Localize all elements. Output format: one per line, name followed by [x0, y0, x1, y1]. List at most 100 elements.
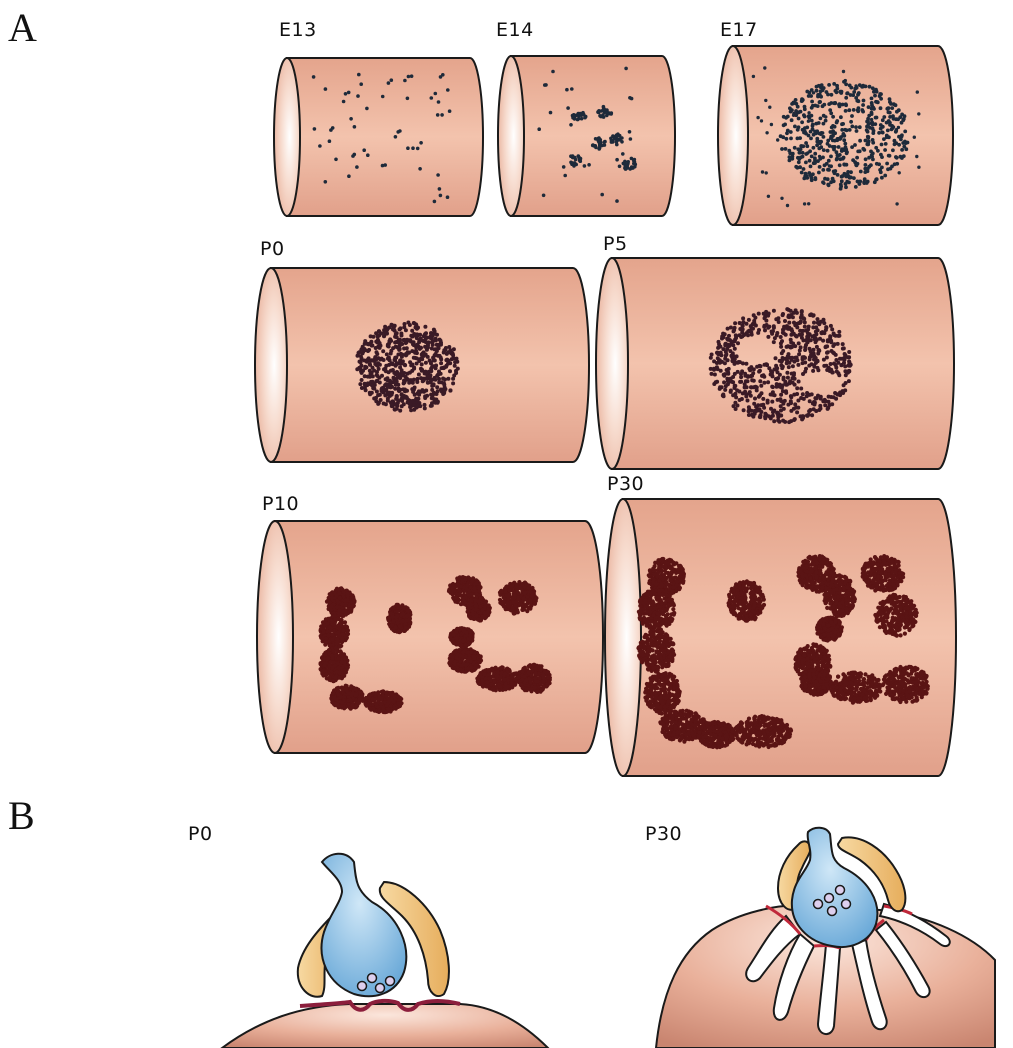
receptor-dot	[726, 382, 730, 386]
receptor-dot	[736, 404, 740, 408]
receptor-dot	[755, 385, 759, 389]
receptor-dot	[792, 393, 796, 397]
receptor-dot	[409, 408, 413, 412]
receptor-dot	[880, 143, 884, 147]
receptor-dot	[850, 125, 854, 129]
receptor-dot	[329, 128, 333, 132]
receptor-dot	[787, 149, 791, 153]
receptor-dot	[867, 122, 871, 126]
receptor-dot	[876, 149, 880, 153]
receptor-dot	[343, 620, 347, 624]
receptor-dot	[797, 341, 801, 345]
receptor-dot	[786, 356, 790, 360]
receptor-dot	[817, 171, 821, 175]
receptor-dot	[893, 139, 897, 143]
receptor-dot	[565, 88, 569, 92]
receptor-dot	[803, 202, 806, 205]
receptor-dot	[842, 80, 846, 84]
receptor-dot	[731, 393, 735, 397]
receptor-dot	[377, 696, 381, 700]
receptor-dot	[416, 405, 420, 409]
receptor-dot	[789, 110, 793, 114]
receptor-dot	[440, 113, 444, 117]
receptor-dot	[442, 389, 446, 393]
receptor-dot	[880, 155, 884, 159]
receptor-dot	[569, 123, 573, 127]
receptor-dot	[469, 650, 473, 654]
receptor-dot	[781, 313, 785, 317]
receptor-dot	[807, 134, 811, 138]
receptor-dot	[398, 624, 402, 628]
receptor-dot	[381, 95, 385, 99]
receptor-dot	[716, 356, 720, 360]
receptor-dot	[824, 399, 828, 403]
receptor-dot	[499, 589, 503, 593]
receptor-dot	[822, 364, 826, 368]
receptor-dot	[392, 706, 396, 710]
receptor-dot	[728, 338, 732, 342]
receptor-dot	[806, 392, 810, 396]
receptor-dot	[463, 595, 467, 599]
receptor-dot	[872, 129, 876, 133]
receptor-dot	[526, 606, 530, 610]
receptor-dot	[902, 145, 906, 149]
receptor-dot	[837, 373, 841, 377]
receptor-dot	[900, 113, 904, 117]
receptor-dot	[782, 115, 786, 119]
receptor-dot	[861, 103, 865, 107]
fiber-open-end	[718, 46, 748, 225]
receptor-dot	[785, 307, 789, 311]
receptor-dot	[726, 327, 730, 331]
receptor-dot	[768, 106, 771, 109]
receptor-dot	[470, 665, 474, 669]
receptor-dot	[796, 406, 800, 410]
receptor-dot	[770, 330, 774, 334]
receptor-dot	[727, 334, 731, 338]
receptor-dot	[328, 139, 332, 143]
receptor-dot	[420, 338, 424, 342]
receptor-dot	[832, 148, 836, 152]
receptor-dot	[722, 380, 726, 384]
receptor-dot	[433, 378, 437, 382]
receptor-dot	[432, 328, 436, 332]
receptor-dot	[835, 157, 839, 161]
receptor-dot	[738, 380, 742, 384]
receptor-dot	[343, 598, 347, 602]
receptor-dot	[760, 119, 763, 122]
receptor-dot	[621, 152, 625, 156]
receptor-dot	[772, 409, 776, 413]
receptor-dot	[816, 394, 820, 398]
receptor-dot	[856, 150, 860, 154]
receptor-dot	[401, 612, 405, 616]
receptor-dot	[764, 99, 767, 102]
receptor-dot	[804, 161, 808, 165]
receptor-dot	[913, 136, 916, 139]
receptor-dot	[798, 329, 802, 333]
receptor-dot	[789, 394, 793, 398]
receptor-dot	[862, 148, 866, 152]
receptor-dot	[833, 342, 837, 346]
receptor-dot	[465, 650, 469, 654]
receptor-dot	[900, 156, 904, 160]
receptor-dot	[763, 312, 767, 316]
receptor-dot	[791, 364, 795, 368]
receptor-dot	[423, 406, 427, 410]
receptor-dot	[847, 181, 851, 185]
receptor-dot	[875, 116, 879, 120]
receptor-dot	[396, 353, 400, 357]
receptor-dot	[808, 149, 812, 153]
receptor-dot	[854, 185, 858, 189]
receptor-dot	[333, 617, 337, 621]
receptor-dot	[451, 631, 455, 635]
receptor-dot	[472, 654, 476, 658]
receptor-dot	[799, 156, 803, 160]
receptor-dot	[429, 360, 433, 364]
receptor-dot	[439, 75, 443, 79]
receptor-dot	[516, 597, 520, 601]
receptor-dot	[401, 606, 405, 610]
receptor-dot	[432, 392, 436, 396]
receptor-dot	[462, 662, 466, 666]
receptor-dot	[569, 154, 573, 158]
receptor-dot	[383, 393, 387, 397]
receptor-dot	[603, 140, 607, 144]
